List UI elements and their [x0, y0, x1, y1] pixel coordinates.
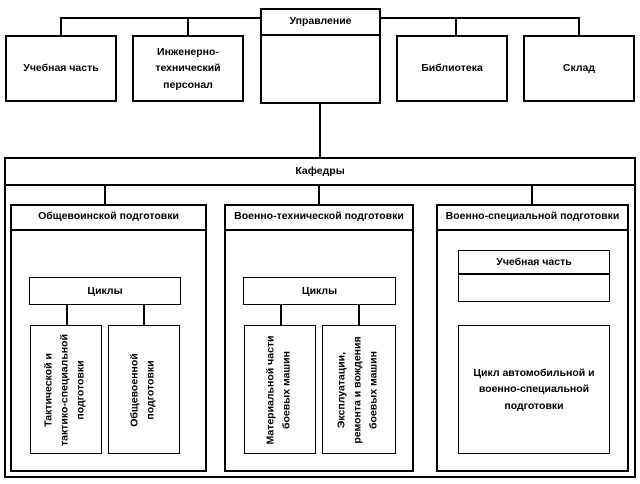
cycle-general-label: Общевоенной подготовки	[128, 353, 157, 427]
box-library	[396, 35, 508, 102]
connector-military-technical	[318, 185, 320, 205]
management-divider	[260, 34, 381, 36]
engineering-staff-label: Инженерно- технический персонал	[155, 46, 221, 91]
departments-title: Кафедры	[295, 164, 345, 177]
general-military-cycles-label: Циклы	[87, 284, 123, 297]
box-cycle-operation	[322, 325, 396, 454]
connector-engineering-staff	[187, 17, 189, 36]
military-technical-title: Военно-технической подготовки	[234, 209, 404, 222]
connector-management-departments	[319, 102, 321, 158]
general-military-divider	[10, 229, 207, 231]
cycle-tactical-label: Тактической и тактико-специальной подгот…	[42, 334, 87, 446]
connector-educational-part	[60, 17, 62, 36]
box-educational-part	[5, 35, 117, 102]
departments-divider	[4, 184, 636, 186]
connector-cycle-tactical	[66, 304, 68, 326]
connector-general-military	[104, 185, 106, 205]
cycle-auto-label: Цикл автомобильной и военно-специальной …	[473, 367, 595, 412]
box-general-military-cycles	[29, 277, 181, 305]
general-military-title: Общевоинской подготовки	[38, 209, 179, 222]
connector-library	[455, 17, 457, 36]
connector-cycle-general	[143, 304, 145, 326]
military-special-educational-part-label: Учебная часть	[496, 255, 572, 268]
box-military-special-educational-part	[458, 250, 610, 302]
military-special-divider	[436, 229, 629, 231]
connector-military-special	[531, 185, 533, 205]
box-warehouse	[523, 35, 635, 102]
box-cycle-tactical	[30, 325, 102, 454]
box-military-technical-cycles	[243, 277, 396, 305]
box-cycle-general	[108, 325, 180, 454]
box-cycle-materiel	[244, 325, 316, 454]
box-management	[260, 8, 381, 104]
connector-cycle-materiel	[280, 304, 282, 326]
connector-cycle-operation	[358, 304, 360, 326]
military-special-educational-divider	[458, 273, 610, 275]
warehouse-label: Склад	[562, 62, 596, 75]
military-special-title: Военно-специальной подготовки	[445, 209, 620, 222]
educational-part-label: Учебная часть	[23, 62, 99, 75]
library-label: Библиотека	[421, 62, 483, 75]
military-technical-cycles-label: Циклы	[301, 284, 338, 297]
box-cycle-auto	[458, 325, 610, 454]
cycle-materiel-label: Материальной части боевых машин	[264, 335, 293, 445]
management-label: Управление	[289, 14, 352, 27]
cycle-operation-label: Эксплуатации, ремонта и вождения боевых …	[335, 336, 380, 444]
box-engineering-staff	[132, 35, 244, 102]
military-technical-divider	[224, 229, 414, 231]
connector-warehouse	[578, 17, 580, 36]
